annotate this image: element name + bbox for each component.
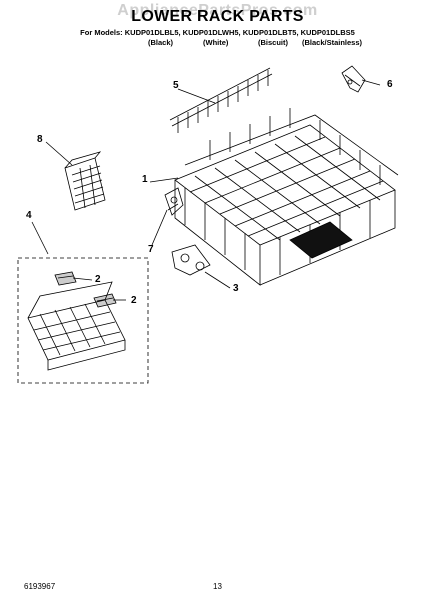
color-white: (White) bbox=[203, 38, 229, 47]
leader-lines bbox=[31, 79, 381, 301]
callout-3: 3 bbox=[233, 283, 239, 294]
rack-clip-part bbox=[341, 65, 366, 93]
color-black: (Black) bbox=[148, 38, 174, 47]
rack-bracket-part bbox=[164, 187, 184, 216]
callout-2a: 2 bbox=[95, 274, 101, 285]
color-black-stainless: (Black/Stainless) bbox=[302, 38, 363, 47]
callout-1: 1 bbox=[142, 174, 148, 185]
callout-7: 7 bbox=[148, 244, 154, 255]
callout-5: 5 bbox=[173, 80, 179, 91]
models-line: For Models: KUDP01DLBL5, KUDP01DLWH5, KU… bbox=[80, 28, 355, 37]
page-title: LOWER RACK PARTS bbox=[131, 8, 304, 25]
tine-row-part bbox=[169, 67, 273, 133]
small-basket-part bbox=[64, 151, 106, 211]
basket-assembly-box bbox=[17, 257, 149, 384]
callout-6: 6 bbox=[387, 79, 393, 90]
basket-lid-part-a bbox=[54, 271, 77, 286]
callout-4: 4 bbox=[26, 210, 32, 221]
color-biscuit: (Biscuit) bbox=[258, 38, 288, 47]
document-number: 6193967 bbox=[24, 582, 56, 591]
roller-part bbox=[171, 244, 211, 276]
lower-rack-part bbox=[174, 108, 399, 286]
silverware-basket-part bbox=[27, 281, 126, 371]
page-number: 13 bbox=[213, 582, 222, 591]
callout-2b: 2 bbox=[131, 295, 137, 306]
watermark: AppliancePartsPros.com bbox=[117, 2, 318, 19]
callout-8: 8 bbox=[37, 134, 43, 145]
